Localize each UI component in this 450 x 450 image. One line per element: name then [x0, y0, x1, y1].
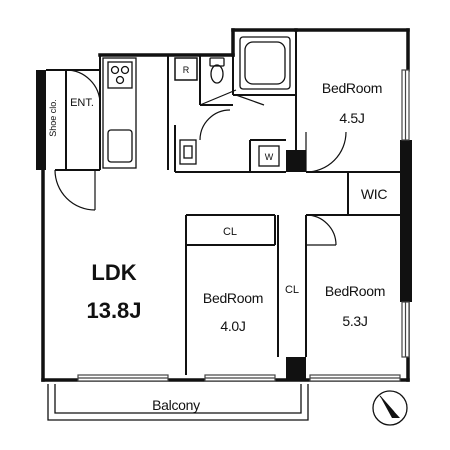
closet-side-label: CL — [285, 284, 299, 296]
ldk-label: LDK — [91, 260, 136, 285]
bedroom-top-size: 4.5J — [339, 110, 364, 126]
ldk-size: 13.8J — [86, 298, 141, 323]
shoe-closet-label: Shoe clo. — [48, 99, 58, 137]
bedroom-mid-size: 4.0J — [220, 318, 245, 334]
washer-box — [258, 145, 280, 167]
compass-icon — [372, 390, 408, 426]
solid-wall-blocks — [36, 70, 412, 381]
wic-label: WIC — [361, 186, 388, 202]
bedroom-mid-label: BedRoom — [203, 290, 263, 306]
toilet — [209, 57, 225, 84]
balcony-outline — [47, 384, 309, 421]
windows — [77, 69, 410, 382]
bedroom-right-label: BedRoom — [325, 283, 385, 299]
bedroom-right-size: 5.3J — [342, 313, 367, 329]
entrance-label: ENT. — [70, 97, 94, 109]
balcony-label: Balcony — [152, 397, 200, 413]
closet-mid-label: CL — [223, 226, 237, 238]
bedroom-top-label: BedRoom — [322, 80, 382, 96]
wash-basin — [179, 139, 197, 165]
washer-label: W — [265, 152, 274, 162]
bathtub — [239, 36, 291, 90]
doors — [54, 69, 347, 246]
refrigerator-label: R — [183, 65, 190, 75]
kitchen-counter — [102, 57, 137, 169]
